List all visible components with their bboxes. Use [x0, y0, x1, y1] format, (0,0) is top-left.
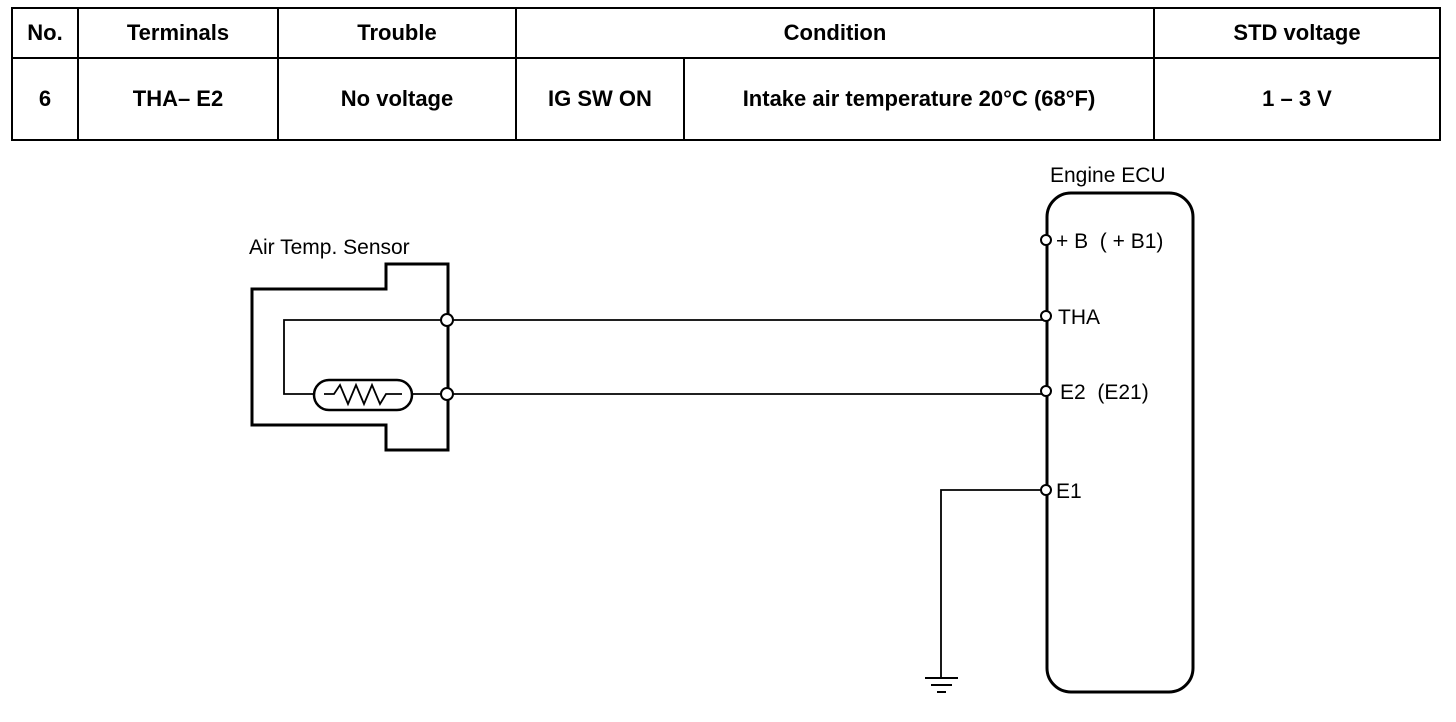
ecu-box	[1045, 191, 1195, 694]
sensor-housing	[250, 262, 450, 452]
wire-e1-ground	[940, 489, 1046, 677]
ecu-terminal-e2	[1040, 385, 1052, 397]
ground-icon	[925, 677, 958, 693]
header-condition: Condition	[515, 7, 1155, 59]
table-header-row: No. Terminals Trouble Condition STD volt…	[11, 7, 1441, 59]
header-no: No.	[11, 7, 79, 59]
ecu-terminal-plus-b	[1040, 234, 1052, 246]
ecu-pin-e1: E1	[1056, 480, 1082, 503]
sensor-terminal-e2	[440, 387, 454, 401]
ecu-pin-e2: E2 (E21)	[1060, 381, 1149, 404]
ecu-pin-plus-b: + B ( + B1)	[1056, 230, 1163, 253]
cell-condition-switch: IG SW ON	[515, 57, 685, 141]
ecu-pin-tha: THA	[1058, 306, 1100, 329]
sensor-terminal-tha	[440, 313, 454, 327]
cell-no: 6	[11, 57, 79, 141]
cell-trouble: No voltage	[277, 57, 517, 141]
ecu-label: Engine ECU	[1050, 164, 1166, 187]
thermistor-icon	[312, 378, 414, 412]
ecu-terminal-tha	[1040, 310, 1052, 322]
cell-condition-detail: Intake air temperature 20°C (68°F)	[683, 57, 1155, 141]
ecu-terminal-e1	[1040, 484, 1052, 496]
spec-table: No. Terminals Trouble Condition STD volt…	[11, 7, 1441, 141]
header-std-voltage: STD voltage	[1153, 7, 1441, 59]
sensor-internal-wire	[283, 319, 447, 395]
cell-terminals: THA– E2	[77, 57, 279, 141]
cell-std-voltage: 1 – 3 V	[1153, 57, 1441, 141]
sensor-label: Air Temp. Sensor	[249, 236, 410, 259]
header-terminals: Terminals	[77, 7, 279, 59]
table-row: 6 THA– E2 No voltage IG SW ON Intake air…	[11, 57, 1441, 141]
header-trouble: Trouble	[277, 7, 517, 59]
